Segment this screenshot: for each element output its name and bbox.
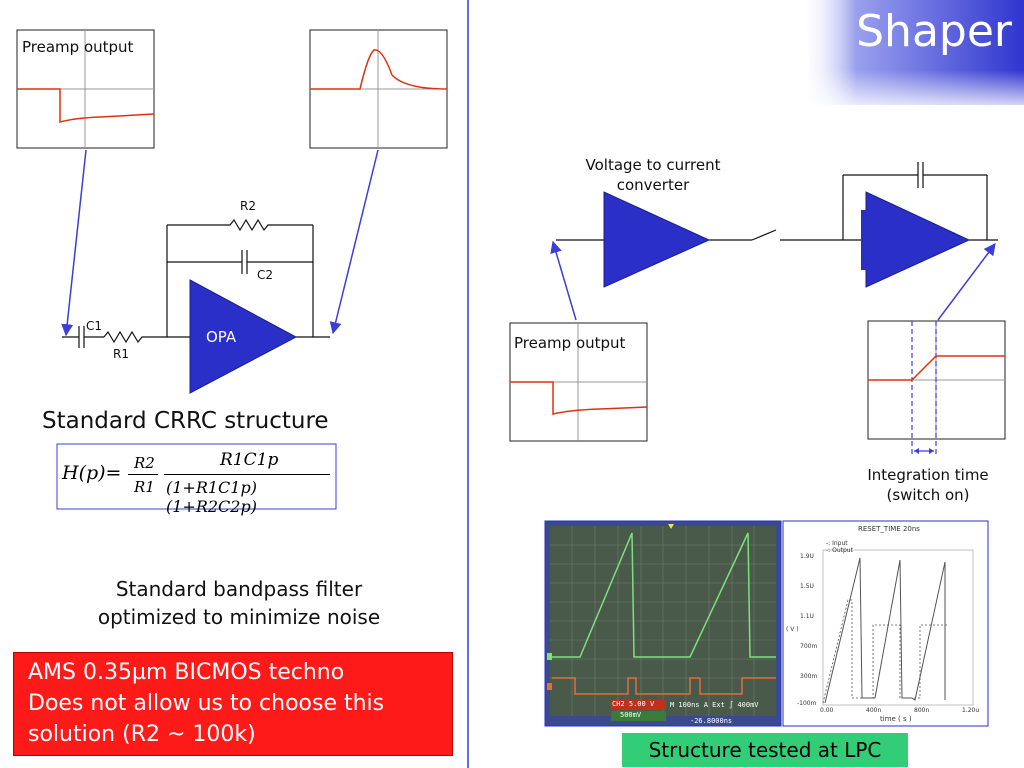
arrow-preamp-to-input [61,149,87,337]
shaper-output-plot [309,29,448,149]
sim-ytick-2: 1.5U [800,583,814,590]
slide-title: Shaper [856,6,1012,57]
integration-time-label: Integration time (switch on) [845,465,1011,505]
scope-m-label: M 100ns A Ext ∫ 400mV [670,701,759,709]
v2i-line-2: converter [616,176,690,194]
sim-ytick-4: 700m [800,643,818,650]
v2i-triangle [603,191,711,288]
r2-label: R2 [240,199,256,213]
v2i-line-1: Voltage to current [585,156,721,174]
sim-title: RESET_TIME 20ns [858,525,920,533]
scope-ch2-label: CH2 [612,700,625,708]
preamp-plot-left [16,29,155,149]
formula-box [56,443,337,510]
bandpass-line-2: optimized to minimize noise [97,605,381,629]
formula-frac2-den: (1+R1C1p)(1+R2C2p) [166,478,257,516]
opa-label: OPA [206,328,237,346]
scope-time: -26.8000ns [690,717,733,725]
bandpass-description: Standard bandpass filter optimized to mi… [40,575,438,631]
scope-trigger: A Ext ∫ 400mV [703,701,759,709]
formula-frac2-num: R1C1p [220,450,279,470]
r1-label: R1 [113,347,129,361]
preamp-plot-right [509,322,648,442]
transfer-function: H(p)= R2 R1 R1C1p (1+R1C1p)(1+R2C2p) [62,450,332,516]
arrow-preamp-right [550,240,577,321]
preamp-label-right: Preamp output [514,334,626,352]
arrow-integrator-out [937,243,996,321]
oscilloscope-screenshot [544,520,782,727]
integration-plot [867,320,1006,455]
sim-ytick-6: -100m [797,700,817,707]
bandpass-line-1: Standard bandpass filter [115,577,363,601]
sim-ytick-3: 1.1U [800,613,814,620]
sim-ytick-1: 1.9U [800,553,814,560]
crrc-title: Standard CRRC structure [42,408,329,434]
integration-line-2: (switch on) [886,486,970,504]
sim-ytick-5: 300m [800,673,818,680]
integration-line-1: Integration time [867,466,989,484]
integrator-circuit [556,162,998,241]
sim-xtick-3: 800n [914,707,930,714]
arrow-output-to-plot [329,149,379,335]
c1-label: C1 [86,319,103,333]
sim-xtick-4: 1.20u [962,707,980,714]
note-line-3: solution (R2 ~ 100k) [28,722,256,747]
scope-ch2: CH2 5.00 V [612,700,654,708]
sim-xlabel: time ( s ) [880,715,912,723]
scope-ch2-value: 5.00 V [628,700,655,708]
sim-legend-input: Input [832,540,848,547]
sim-legend-output: Output [832,547,853,554]
scope-ch-small: 500mV [620,711,642,719]
note-line-2: Does not allow us to choose this [28,691,385,716]
c2-label: C2 [257,268,274,282]
tested-at-lpc-label: Structure tested at LPC [622,733,908,767]
opa-triangle [189,279,298,394]
note-line-1: AMS 0.35µm BICMOS techno [28,660,345,685]
sim-legend: -: Input -: Output [826,540,853,554]
integrator-triangle [865,191,971,288]
preamp-label-left: Preamp output [22,38,134,56]
sim-xtick-1: 0.00 [820,707,834,714]
v2i-label: Voltage to current converter [560,155,746,195]
formula-frac1-den: R1 [134,478,155,496]
simulation-plot [782,520,989,727]
formula-frac1-num: R2 [134,454,155,472]
sim-xtick-2: 400n [866,707,882,714]
technology-note: AMS 0.35µm BICMOS techno Does not allow … [13,652,453,756]
crrc-circuit [62,218,330,348]
sim-ylabel: ( V ) [786,626,799,633]
formula-lhs: H(p)= [62,462,122,484]
scope-timebase: M 100ns [670,701,700,709]
